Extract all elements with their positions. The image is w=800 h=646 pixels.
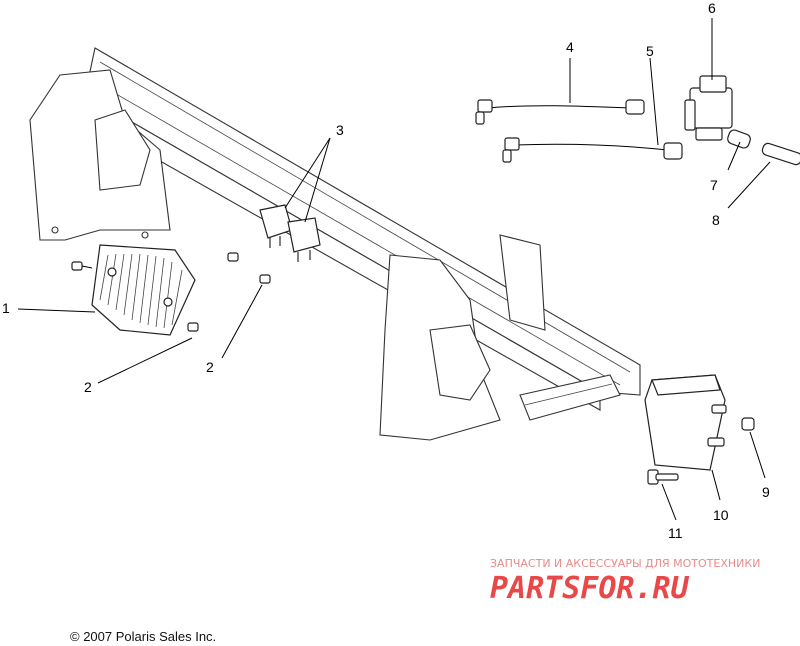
pin-part-8 — [761, 142, 800, 166]
callout-2-a: 2 — [84, 379, 92, 395]
watermark-subtitle: ЗАПЧАСТИ И АКСЕССУАРЫ ДЛЯ МОТОТЕХНИКИ — [490, 557, 760, 570]
callout-10: 10 — [713, 507, 729, 523]
callout-3: 3 — [336, 122, 344, 138]
bolt-part-11 — [647, 469, 679, 485]
callout-5: 5 — [646, 43, 654, 59]
callout-8: 8 — [712, 212, 720, 228]
screw-part-2-c — [227, 252, 239, 262]
nut-part-9 — [741, 417, 755, 431]
copyright-text: © 2007 Polaris Sales Inc. — [70, 629, 216, 644]
callout-11: 11 — [668, 525, 683, 541]
callout-6: 6 — [708, 0, 716, 16]
callout-7: 7 — [710, 177, 718, 193]
sensor-cable-part-4 — [475, 99, 645, 125]
callout-1: 1 — [2, 300, 10, 316]
relay-part-3-a — [259, 204, 293, 248]
frame-rail — [29, 47, 641, 441]
bushing-part-7 — [727, 129, 751, 149]
ecu-box-part-10 — [644, 374, 727, 471]
callout-4: 4 — [566, 39, 574, 55]
screw-part-2-b — [187, 322, 199, 332]
leader-lines — [17, 18, 771, 521]
callout-9: 9 — [762, 484, 770, 500]
watermark-logo: PARTSFOR.RU — [490, 571, 690, 606]
screw-part-2-a — [71, 261, 93, 271]
sensor-cable-part-5 — [502, 137, 683, 163]
watermark: ЗАПЧАСТИ И АКСЕССУАРЫ ДЛЯ МОТОТЕХНИКИ PA… — [490, 557, 760, 606]
connector-part-6 — [684, 75, 733, 141]
relay-part-3-b — [287, 217, 321, 262]
screw-part-2-d — [259, 274, 271, 284]
callout-2-b: 2 — [206, 359, 214, 375]
regulator-part-1 — [91, 244, 196, 336]
